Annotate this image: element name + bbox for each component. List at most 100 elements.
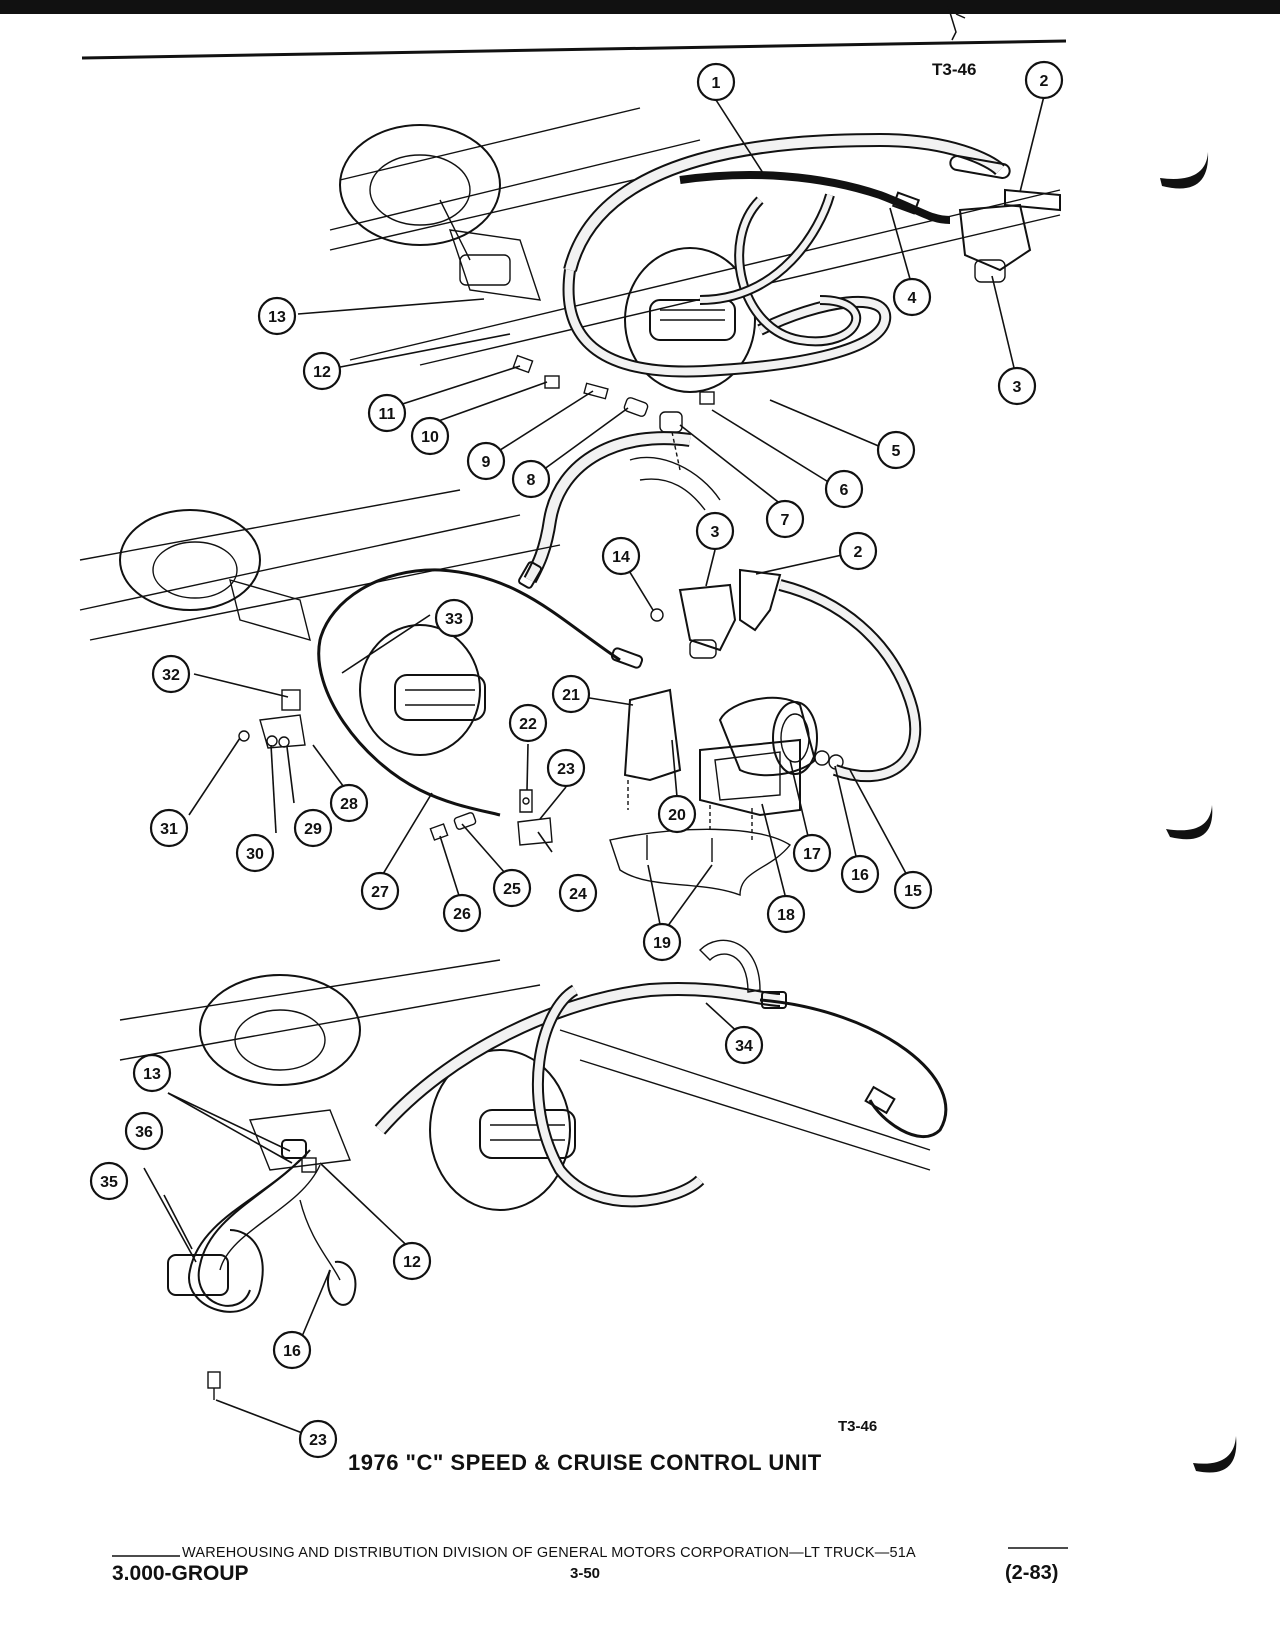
callout-label: 21 (562, 687, 580, 704)
callout-label: 3 (711, 524, 720, 541)
callout-22 (508, 703, 548, 743)
footer-publisher-line: WAREHOUSING AND DISTRIBUTION DIVISION OF… (182, 1545, 916, 1561)
callout-label: 28 (340, 796, 358, 813)
callout-13-top (257, 296, 297, 336)
callout-18 (766, 894, 806, 934)
callout-label: 22 (519, 716, 537, 733)
callout-15 (893, 870, 933, 910)
callout-label: 9 (482, 454, 491, 471)
callout-26 (442, 893, 482, 933)
callout-17 (792, 833, 832, 873)
callout-23-mid (546, 748, 586, 788)
callout-label: 35 (100, 1174, 118, 1191)
callout-label: 16 (283, 1343, 301, 1360)
callout-label: 14 (612, 549, 630, 566)
top-scan-band (0, 0, 1280, 14)
callout-label: 30 (246, 846, 264, 863)
callout-9 (466, 441, 506, 481)
callout-21 (551, 674, 591, 714)
callout-8 (511, 459, 551, 499)
callout-label: 6 (840, 482, 849, 499)
callout-label: 23 (557, 761, 575, 778)
revision-code: (2-83) (1005, 1562, 1059, 1584)
callout-27 (360, 871, 400, 911)
callout-label: 13 (268, 309, 286, 326)
callout-2-top (1024, 60, 1064, 100)
leader-lines (143, 95, 1045, 1440)
callout-label: 1 (712, 75, 721, 92)
callout-24 (558, 873, 598, 913)
callout-label: 33 (445, 611, 463, 628)
callout-32 (151, 654, 191, 694)
callout-12-bottom (392, 1241, 432, 1281)
callout-11 (367, 393, 407, 433)
top-view-illustration (329, 107, 1061, 589)
callout-label: 24 (569, 886, 587, 903)
callout-3-top (997, 366, 1037, 406)
callout-1 (696, 62, 736, 102)
middle-view-illustration (79, 489, 922, 897)
callout-35 (89, 1161, 129, 1201)
callout-label: 31 (160, 821, 178, 838)
binder-marks (1160, 152, 1237, 1473)
callout-label: 20 (668, 807, 686, 824)
callout-33 (434, 598, 474, 638)
callout-label: 12 (403, 1254, 421, 1271)
callout-28 (329, 783, 369, 823)
callout-label: 29 (304, 821, 322, 838)
callout-16-bottom (272, 1330, 312, 1370)
callout-36 (124, 1111, 164, 1151)
callout-label: 17 (803, 846, 821, 863)
callout-label: 19 (653, 935, 671, 952)
callout-label: 18 (777, 907, 795, 924)
callout-label: 2 (1040, 73, 1049, 90)
callout-label: 7 (781, 512, 790, 529)
callout-markers (89, 60, 1064, 1459)
callout-25 (492, 868, 532, 908)
callout-label: 23 (309, 1432, 327, 1449)
callout-label: 5 (892, 443, 901, 460)
callout-label: 4 (908, 290, 917, 307)
figure-code-top: T3-46 (932, 60, 977, 79)
callout-label: 12 (313, 364, 331, 381)
callout-20 (657, 794, 697, 834)
callout-19 (642, 922, 682, 962)
callout-label: 11 (379, 406, 396, 423)
callout-6 (824, 469, 864, 509)
callout-12-top (302, 351, 342, 391)
callout-23-bottom (298, 1419, 338, 1459)
page-number: 3-50 (570, 1565, 601, 1582)
callout-13-bottom (132, 1053, 172, 1093)
callout-31 (149, 808, 189, 848)
callout-7 (765, 499, 805, 539)
callout-30 (235, 833, 275, 873)
callout-label: 2 (854, 544, 863, 561)
callout-label: 34 (735, 1038, 753, 1055)
callout-label: 36 (135, 1124, 153, 1141)
callout-5 (876, 430, 916, 470)
callout-label: 26 (453, 906, 471, 923)
corner-mark (947, 5, 966, 41)
group-code: 3.000-GROUP (112, 1562, 249, 1585)
header-rule (81, 39, 1067, 60)
callout-label: 27 (371, 884, 389, 901)
callout-2-mid (838, 531, 878, 571)
callout-34 (724, 1025, 764, 1065)
callout-29 (293, 808, 333, 848)
callout-label: 25 (503, 881, 521, 898)
callout-label: 32 (162, 667, 180, 684)
callout-4 (892, 277, 932, 317)
callout-14 (601, 536, 641, 576)
callout-10 (410, 416, 450, 456)
callout-label: 15 (904, 883, 922, 900)
callout-3-mid (695, 511, 735, 551)
callout-label: 3 (1013, 379, 1022, 396)
bottom-view-illustration (119, 939, 948, 1400)
diagram-caption: 1976 "C" SPEED & CRUISE CONTROL UNIT (348, 1450, 822, 1475)
callout-16-mid (840, 854, 880, 894)
callout-label: 8 (527, 472, 536, 489)
callout-label: 13 (143, 1066, 161, 1083)
callout-label: 16 (851, 867, 869, 884)
figure-code-bottom: T3-46 (838, 1418, 878, 1435)
